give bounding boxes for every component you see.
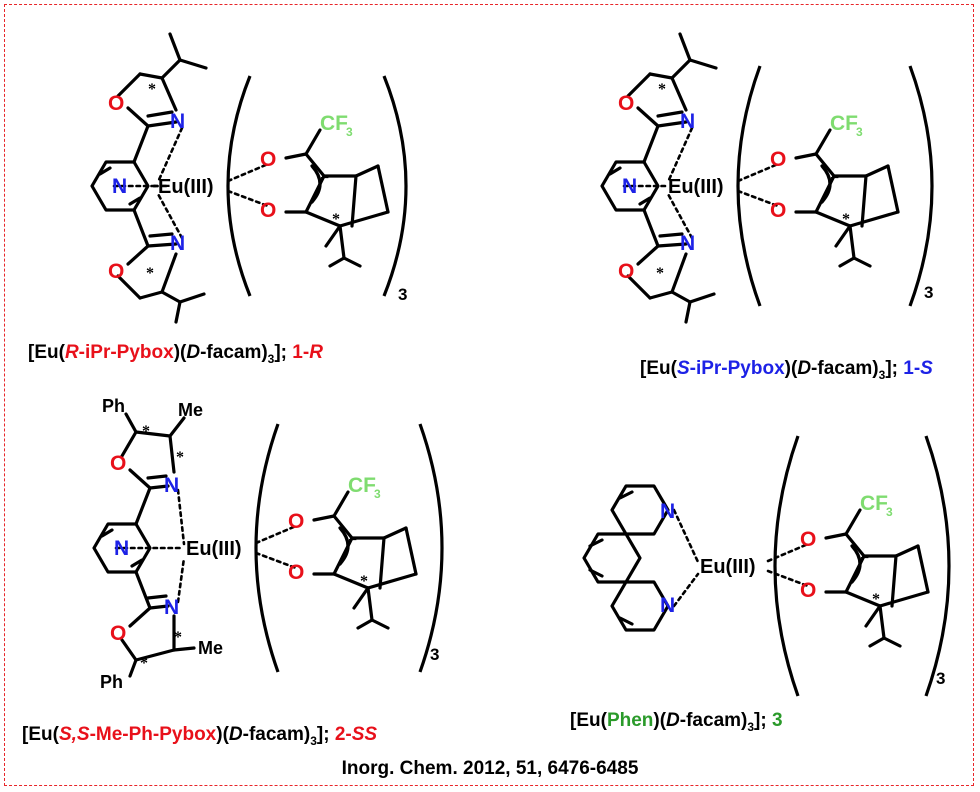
stereocenter-mark: * bbox=[332, 211, 340, 228]
phenyl-group: Ph bbox=[102, 396, 125, 416]
complex-1R: N N N O O * * Eu(III) bbox=[90, 32, 214, 324]
stereocenter-mark: * bbox=[176, 449, 184, 466]
stereocenter-mark: * bbox=[148, 81, 156, 98]
complex-2SS: N N N O O Ph Me Ph Me * * * * Eu(III) bbox=[92, 396, 242, 692]
methyl-group: Me bbox=[178, 400, 203, 420]
right-bracket bbox=[418, 423, 444, 673]
cf3-group: CF bbox=[860, 492, 888, 515]
oxazoline-oxygen: O bbox=[618, 92, 634, 115]
stereocenter-mark: * bbox=[174, 629, 182, 646]
phen-ring-bottom bbox=[610, 580, 670, 632]
oxazoline-nitrogen: N bbox=[170, 232, 185, 255]
oxazoline-oxygen: O bbox=[108, 92, 124, 115]
methyl-group: Me bbox=[198, 638, 223, 658]
phen-ring-middle bbox=[582, 532, 642, 584]
stereocenter-mark: * bbox=[656, 265, 664, 282]
facam-oxygen: O bbox=[770, 148, 786, 171]
left-bracket bbox=[773, 435, 800, 697]
enolate-charge: − bbox=[860, 550, 869, 567]
citation: Inorg. Chem. 2012, 51, 6476-6485 bbox=[342, 758, 639, 779]
facam-ligand-1: O O CF 3 − * 3 bbox=[226, 75, 408, 304]
right-bracket bbox=[908, 65, 934, 307]
facam-ligand-4: O O CF 3 − * 3 bbox=[766, 435, 951, 697]
phenyl-group: Ph bbox=[100, 672, 123, 692]
cf3-subscript: 3 bbox=[374, 487, 381, 501]
facam-oxygen: O bbox=[800, 528, 816, 551]
stereocenter-mark: * bbox=[842, 211, 850, 228]
left-bracket bbox=[254, 423, 280, 673]
cf3-subscript: 3 bbox=[886, 505, 893, 519]
cf3-group: CF bbox=[830, 112, 858, 135]
cf3-subscript: 3 bbox=[856, 125, 863, 139]
europium-center: Eu(III) bbox=[158, 176, 214, 198]
facam-ligand-2: O O CF 3 − * 3 bbox=[736, 65, 934, 307]
stereocenter-mark: * bbox=[872, 591, 880, 608]
caption-3: [Eu(Phen)(D-facam)3]; 3 bbox=[570, 710, 783, 734]
oxazoline-oxygen: O bbox=[108, 260, 124, 283]
cf3-group: CF bbox=[320, 112, 348, 135]
left-bracket bbox=[226, 75, 252, 297]
oxazoline-nitrogen: N bbox=[680, 110, 695, 133]
cf3-group: CF bbox=[348, 474, 376, 497]
enolate-charge: − bbox=[320, 170, 329, 187]
oxazoline-nitrogen: N bbox=[170, 110, 185, 133]
left-bracket bbox=[736, 65, 762, 307]
stereocenter-mark: * bbox=[146, 265, 154, 282]
facam-oxygen: O bbox=[800, 579, 816, 602]
stoichiometry: 3 bbox=[924, 283, 933, 302]
facam-oxygen: O bbox=[288, 510, 304, 533]
oxazoline-oxygen: O bbox=[110, 452, 126, 475]
europium-center: Eu(III) bbox=[700, 556, 756, 578]
dashed-frame bbox=[4, 4, 974, 786]
right-bracket bbox=[382, 75, 408, 297]
phen-nitrogen: N bbox=[660, 594, 675, 617]
pyridine-nitrogen: N bbox=[622, 175, 637, 198]
enolate-charge: − bbox=[348, 532, 357, 549]
oxazoline-nitrogen: N bbox=[680, 232, 695, 255]
europium-center: Eu(III) bbox=[668, 176, 724, 198]
stereocenter-mark: * bbox=[140, 655, 148, 672]
oxazoline-nitrogen: N bbox=[164, 474, 179, 497]
stereocenter-mark: * bbox=[360, 573, 368, 590]
complex-3-phen: N N Eu(III) bbox=[582, 484, 756, 632]
cf3-subscript: 3 bbox=[346, 125, 353, 139]
oxazoline-oxygen: O bbox=[618, 260, 634, 283]
stoichiometry: 3 bbox=[430, 645, 439, 664]
stoichiometry: 3 bbox=[398, 285, 407, 304]
stereocenter-mark: * bbox=[658, 81, 666, 98]
caption-1R: [Eu(R-iPr-Pybox)(D-facam)3]; 1-R bbox=[28, 342, 323, 366]
stereocenter-mark: * bbox=[142, 423, 150, 440]
right-bracket bbox=[924, 435, 951, 697]
pyridine-nitrogen: N bbox=[114, 537, 129, 560]
stoichiometry: 3 bbox=[936, 669, 945, 688]
europium-center: Eu(III) bbox=[186, 538, 242, 560]
oxazoline-oxygen: O bbox=[110, 622, 126, 645]
complex-1S: N N N O O * * Eu(III) bbox=[600, 32, 724, 324]
facam-oxygen: O bbox=[288, 561, 304, 584]
pyridine-nitrogen: N bbox=[112, 175, 127, 198]
phen-nitrogen: N bbox=[660, 500, 675, 523]
facam-oxygen: O bbox=[770, 199, 786, 222]
caption-1S: [Eu(S-iPr-Pybox)(D-facam)3]; 1-S bbox=[640, 358, 933, 382]
oxazoline-nitrogen: N bbox=[164, 596, 179, 619]
facam-ligand-3: O O CF 3 − * 3 bbox=[254, 423, 444, 673]
enolate-charge: − bbox=[830, 170, 839, 187]
facam-oxygen: O bbox=[260, 199, 276, 222]
caption-2SS: [Eu(S,S-Me-Ph-Pybox)(D-facam)3]; 2-SS bbox=[22, 724, 377, 748]
facam-oxygen: O bbox=[260, 148, 276, 171]
